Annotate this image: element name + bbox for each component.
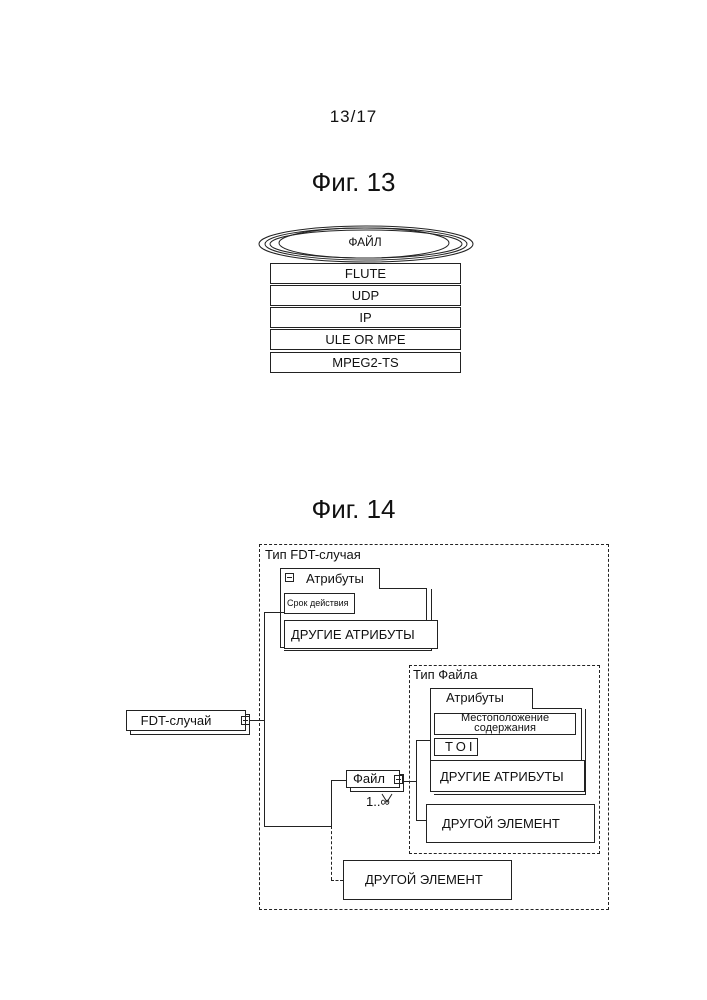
layer-ip: IP [270, 307, 461, 328]
file-type-to-other-element-line [416, 820, 426, 821]
file-type-sequence-vertical [416, 740, 417, 820]
toi-label: TOI [445, 739, 475, 754]
file-to-type-line [404, 781, 416, 782]
layer-udp: UDP [270, 285, 461, 306]
file-collapse-icon [394, 775, 403, 784]
page-number: 13/17 [0, 107, 707, 127]
fdt-connector [250, 720, 264, 721]
fdt-sequence-vertical [264, 612, 265, 826]
fig13-title: Фиг. 13 [0, 167, 707, 198]
layer-mpeg2-ts: MPEG2-TS [270, 352, 461, 373]
fig14-title: Фиг. 14 [0, 494, 707, 525]
fdt-attributes-tab-edge [379, 588, 427, 589]
layer-ule-or-mpe: ULE OR MPE [270, 329, 461, 350]
fdt-attributes-label: Атрибуты [306, 571, 364, 586]
fdt-to-file-line [264, 826, 332, 827]
file-element-label: Файл [353, 771, 385, 786]
multiplicity-arrow [380, 792, 394, 804]
file-attributes-label: Атрибуты [446, 690, 504, 705]
fdt-to-attributes-line [264, 612, 284, 613]
fdt-instance-label: FDT-случай [126, 713, 226, 728]
fdt-instance-collapse-icon [241, 716, 250, 725]
other-element-dashed-horizontal [331, 880, 343, 881]
file-other-element-label: ДРУГОЙ ЭЛЕМЕНТ [442, 816, 560, 831]
file-type-to-attributes-line [416, 740, 430, 741]
file-other-attributes-label: ДРУГИЕ АТРИБУТЫ [440, 769, 564, 784]
content-location-label-line2: содержания [434, 722, 576, 734]
fdt-other-element-label: ДРУГОЙ ЭЛЕМЕНТ [365, 872, 483, 887]
fdt-other-attributes-label: ДРУГИЕ АТРИБУТЫ [291, 627, 415, 642]
layer-flute: FLUTE [270, 263, 461, 284]
collapse-icon [285, 573, 294, 582]
file-attributes-tab-edge [532, 708, 582, 709]
expires-label: Срок действия [287, 598, 349, 608]
fdt-instance-type-label: Тип FDT-случая [265, 547, 361, 562]
file-type-label: Тип Файла [413, 667, 477, 682]
file-vertical-line [331, 780, 332, 826]
file-label: ФАЙЛ [250, 235, 480, 249]
file-connector-line [331, 780, 346, 781]
other-element-dashed-vertical [331, 826, 332, 880]
